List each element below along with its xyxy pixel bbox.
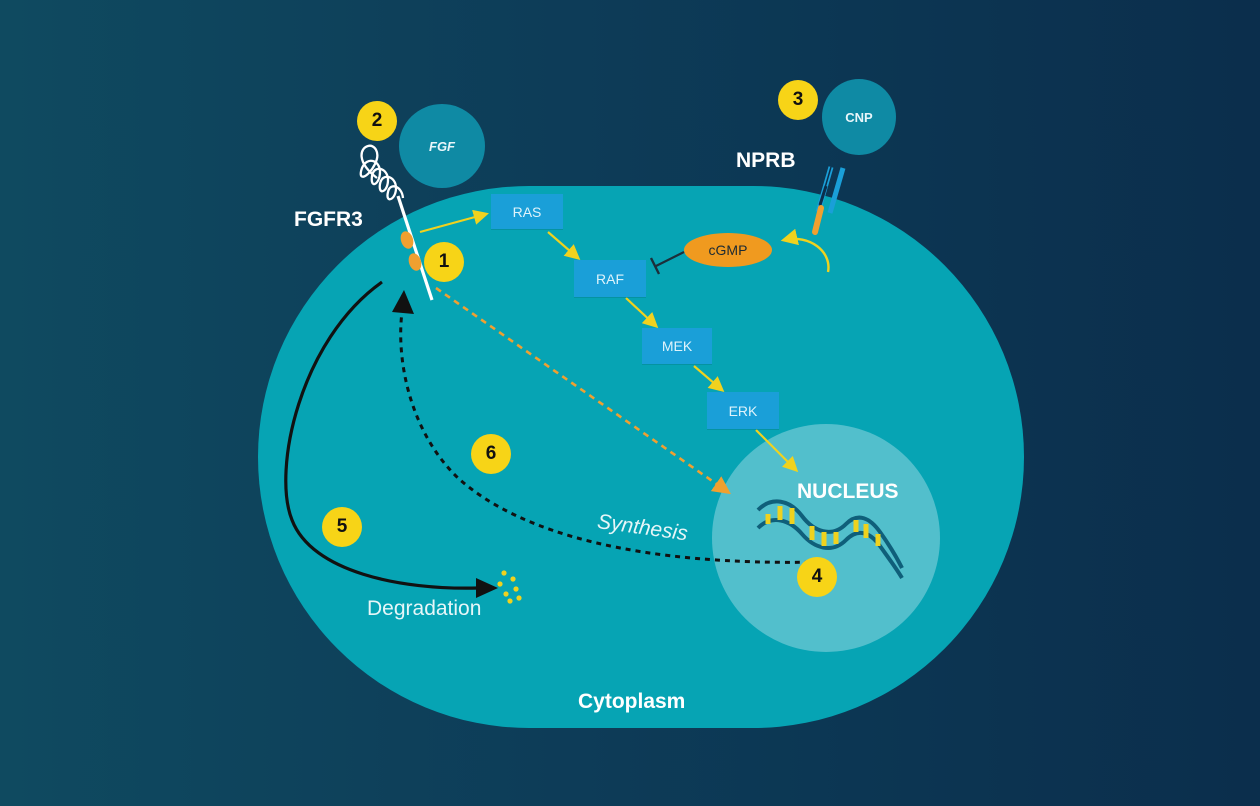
fgf-label: FGF bbox=[429, 138, 455, 154]
raf-box: RAF bbox=[574, 260, 646, 297]
mek-box: MEK bbox=[642, 328, 712, 364]
fgfr3-label: FGFR3 bbox=[294, 208, 363, 231]
cnp-ligand: CNP bbox=[822, 79, 896, 155]
fgfr3-receptor bbox=[359, 144, 434, 301]
dna-helix-icon bbox=[756, 499, 904, 580]
arrow-synthesis-dashed bbox=[399, 311, 821, 564]
arrow-raf-mek bbox=[625, 297, 659, 329]
ras-label: RAS bbox=[512, 203, 542, 220]
erk-label: ERK bbox=[728, 402, 758, 419]
step-badge-3: 3 bbox=[778, 80, 818, 120]
mek-label: MEK bbox=[661, 338, 693, 354]
arrow-degradation bbox=[284, 280, 479, 590]
raf-label: RAF bbox=[596, 270, 624, 287]
cgmp-inhibition bbox=[649, 251, 685, 275]
cnp-label: CNP bbox=[845, 109, 873, 125]
ras-box: RAS bbox=[491, 194, 563, 229]
nprb-activation-arrow bbox=[780, 228, 830, 273]
degradation-label: Degradation bbox=[367, 597, 482, 620]
step-badge-5: 5 bbox=[322, 507, 362, 547]
arrow-ras-raf bbox=[547, 231, 581, 261]
degradation-fragments bbox=[497, 570, 522, 604]
arrow-receptor-nucleus-dashed bbox=[435, 286, 731, 495]
nprb-receptor bbox=[812, 166, 846, 235]
arrow-degradation-head bbox=[476, 578, 498, 598]
arrow-fgfr3-ras bbox=[419, 209, 489, 234]
step-badge-2: 2 bbox=[357, 101, 397, 141]
arrow-erk-nucleus bbox=[755, 429, 799, 473]
step-badge-1: 1 bbox=[424, 242, 464, 282]
step-badge-4: 4 bbox=[797, 557, 837, 597]
cgmp-node: cGMP bbox=[684, 233, 772, 267]
erk-box: ERK bbox=[707, 392, 779, 429]
fgf-ligand: FGF bbox=[399, 104, 485, 188]
step-badge-6: 6 bbox=[471, 434, 511, 474]
arrow-mek-erk bbox=[693, 365, 725, 393]
cytoplasm-label: Cytoplasm bbox=[578, 690, 686, 713]
arrow-synthesis-head bbox=[392, 290, 414, 314]
nucleus-label: NUCLEUS bbox=[797, 480, 899, 503]
cgmp-label: cGMP bbox=[708, 242, 748, 258]
nprb-label: NPRB bbox=[736, 149, 796, 172]
